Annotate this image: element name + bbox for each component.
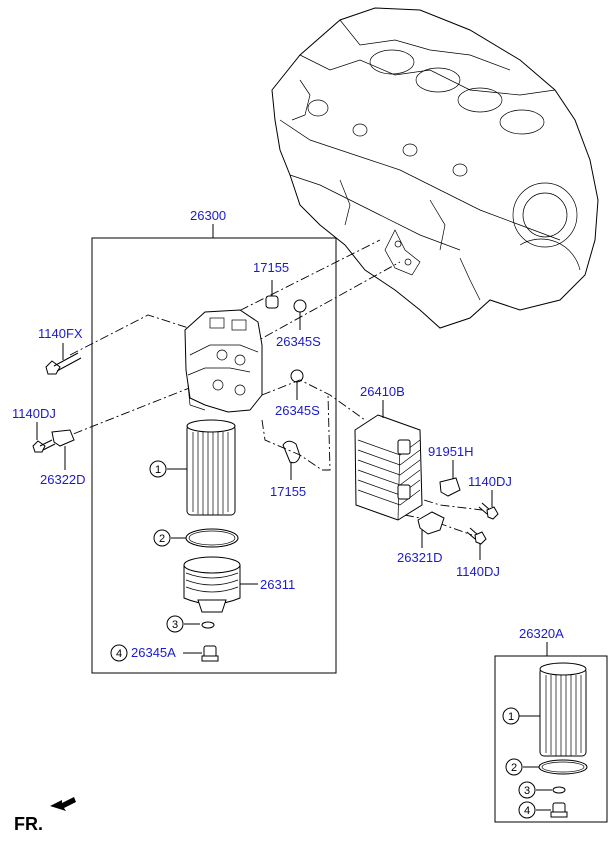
bolt-1140DJ-right [478,502,499,520]
bracket-26322D [51,429,75,447]
callout-circle-4 [110,644,128,662]
label-1140DJ-right: 1140DJ [468,474,512,489]
gasket-17155-bottom [282,440,301,464]
label-17155-top: 17155 [253,260,289,275]
filter-housing [184,309,263,413]
label-1140DJ-left: 1140DJ [12,406,56,421]
kit-callout-1: 1 [508,711,514,723]
kit-drain-plug [550,802,568,818]
filter-element [186,419,236,516]
label-26345S-top: 26345S [276,334,321,349]
drain-plug-26345A [201,645,219,662]
label-26345S-mid: 26345S [275,403,320,418]
callout-circle-2 [153,529,171,547]
assembly-box-26300 [91,237,337,674]
kit-callout-3: 3 [524,785,530,797]
engine-block [271,7,599,329]
front-label: FR. [14,814,43,834]
filter-cap-26311 [183,556,241,613]
label-26311: 26311 [260,577,295,592]
callout-circle-3 [166,615,184,633]
label-26321D: 26321D [397,550,443,565]
oring-2 [185,528,239,548]
callout-4: 4 [116,648,122,660]
seal-17155-top [265,295,279,309]
kit-callout-2: 2 [511,762,517,774]
kit-callout-4: 4 [524,805,530,817]
kit-oring-3 [552,786,566,794]
label-17155-bottom: 17155 [270,484,306,499]
label-26410B: 26410B [360,384,405,399]
label-26322D: 26322D [40,472,86,487]
bracket-26321D [417,511,445,535]
label-1140DJ-bottom: 1140DJ [456,564,500,579]
bracket-91951H [439,477,461,497]
oring-3 [201,621,215,629]
callout-circle-1 [149,460,167,478]
kit-filter-element [539,662,587,757]
label-26300: 26300 [190,208,226,223]
label-26345A: 26345A [131,645,176,660]
bolt-1140FX [45,352,82,375]
callout-1: 1 [155,464,161,476]
kit-callout-circle-4 [518,801,536,819]
kit-box-26320A [494,655,608,823]
kit-callout-circle-3 [518,781,536,799]
oring-26345S-top [293,299,307,313]
oring-26345S-mid [290,369,304,383]
bolt-1140DJ-bottom [466,527,487,545]
kit-callout-circle-1 [502,707,520,725]
callout-3: 3 [172,619,178,631]
label-1140FX: 1140FX [38,326,83,341]
callout-2: 2 [159,533,165,545]
oil-cooler-26410B [354,414,423,521]
bolt-1140DJ-left [32,439,56,453]
label-91951H: 91951H [428,444,474,459]
kit-callout-circle-2 [505,758,523,776]
label-26320A: 26320A [519,626,564,641]
front-arrow-icon [50,797,76,811]
